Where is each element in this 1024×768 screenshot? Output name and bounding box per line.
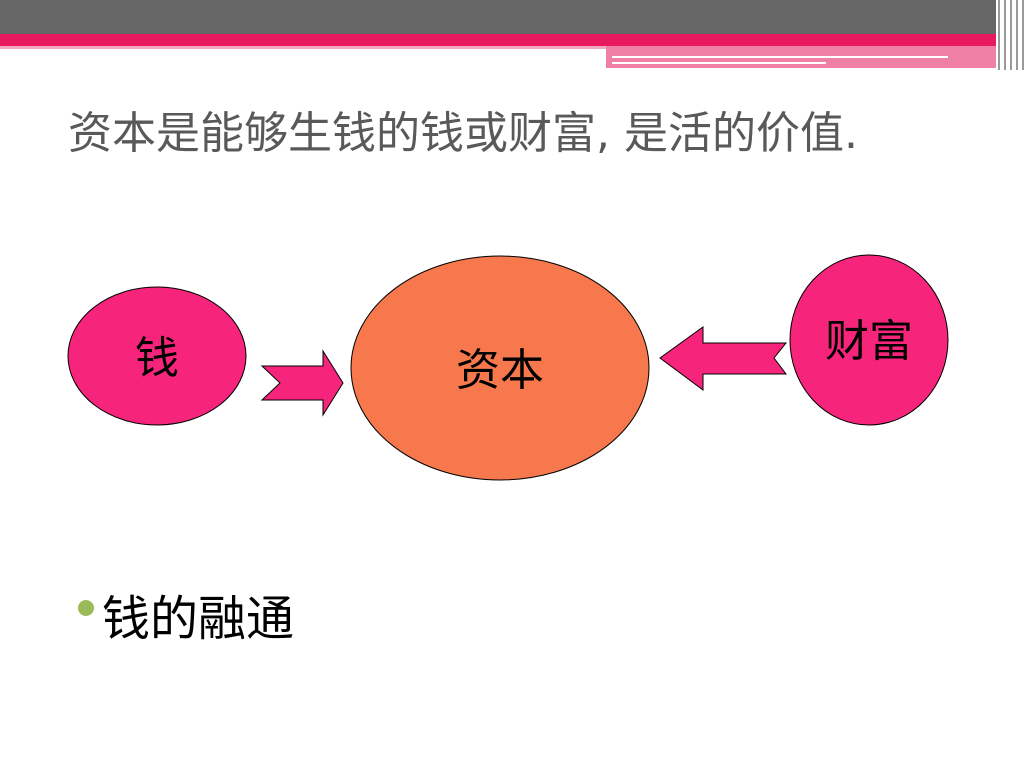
accent-line xyxy=(612,56,948,58)
node-capital xyxy=(350,255,650,481)
node-wealth-label: 财富 xyxy=(825,316,913,367)
node-capital-label: 资本 xyxy=(456,345,544,396)
node-money xyxy=(67,286,247,426)
corner-stripes xyxy=(996,0,1024,70)
node-wealth xyxy=(789,254,949,426)
bullet-icon xyxy=(78,600,94,616)
node-money-label: 钱 xyxy=(135,333,179,384)
arrow-right xyxy=(260,349,344,417)
accent-line xyxy=(612,62,826,64)
arrow-left xyxy=(659,326,788,391)
accent-band-thin xyxy=(0,46,1000,49)
accent-band xyxy=(0,34,1000,46)
bullet-text: 钱的融通 xyxy=(102,591,295,647)
top-bar xyxy=(0,0,1024,34)
slide-title: 资本是能够生钱的钱或财富, 是活的价值. xyxy=(68,108,858,159)
